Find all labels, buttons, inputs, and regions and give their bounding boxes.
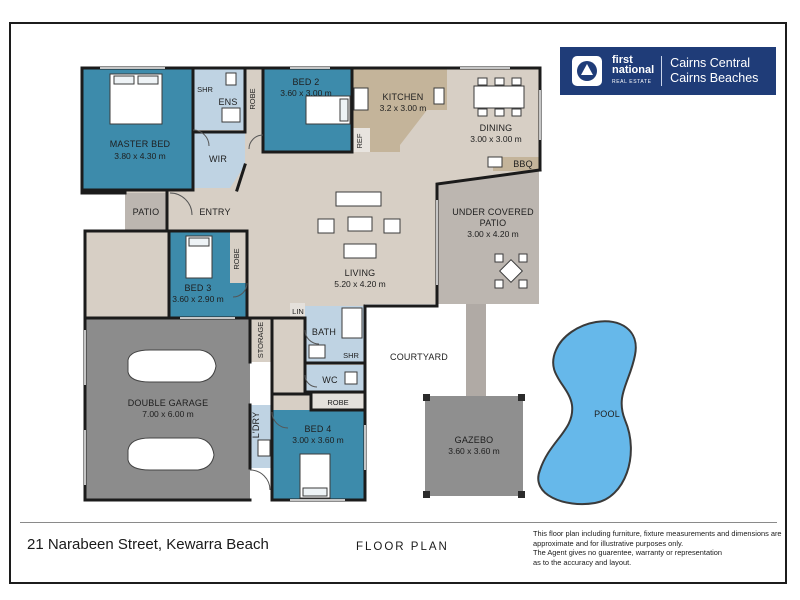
toilet-icon [225, 72, 237, 86]
wc-label: WC [322, 375, 338, 385]
door-swings [169, 129, 320, 491]
kitchen-area [352, 68, 447, 152]
vanity-icon [221, 107, 241, 123]
car-icon [127, 349, 217, 383]
entry-label: ENTRY [199, 207, 230, 217]
garage-name: DOUBLE GARAGE [128, 398, 209, 408]
covered-patio-dim: 3.00 x 4.20 m [467, 229, 519, 239]
bbq-icon [487, 156, 503, 168]
furniture [109, 72, 528, 499]
storage-label: STORAGE [256, 322, 265, 359]
sofa-icon [335, 191, 382, 207]
bbq-label: BBQ [513, 159, 533, 169]
living-dim: 5.20 x 4.20 m [334, 279, 386, 289]
wir-area [193, 132, 245, 188]
patio-table-icon [498, 258, 524, 284]
dining-name: DINING [480, 123, 513, 133]
disclaimer-line: This floor plan including furniture, fix… [533, 529, 782, 538]
storage-area [250, 318, 272, 362]
footer-divider [20, 522, 777, 523]
ensuite-shower-label: SHR [197, 85, 213, 94]
sofa-icon [343, 243, 377, 259]
bath-shower-label: SHR [343, 351, 359, 360]
ref-area [352, 128, 370, 152]
car-icon [127, 437, 215, 471]
bed2-name: BED 2 [292, 77, 319, 87]
robe-bed3-area [230, 231, 247, 283]
toilet-icon [344, 371, 358, 385]
bed2-dim: 3.60 x 3.00 m [280, 88, 332, 98]
windows [84, 67, 541, 501]
disclaimer: This floor plan including furniture, fix… [533, 529, 782, 567]
property-address: 21 Narabeen Street, Kewarra Beach [27, 536, 269, 553]
cars [127, 349, 217, 471]
room-labels: MASTER BED 3.80 x 4.30 m SHR ENS ROBE WI… [110, 77, 620, 456]
stove-icon [353, 87, 369, 111]
gazebo-dim: 3.60 x 3.60 m [448, 446, 500, 456]
bathtub-icon [341, 307, 363, 339]
floor-plan-title: FLOOR PLAN [356, 541, 449, 553]
covered-patio-name-2: PATIO [480, 218, 507, 228]
disclaimer-line: as to the accuracy and layout. [533, 557, 632, 567]
gazebo-area [425, 396, 523, 496]
bed4-name: BED 4 [304, 424, 331, 434]
kitchen-name: KITCHEN [383, 92, 424, 102]
kitchen-dim: 3.2 x 3.00 m [380, 103, 427, 113]
pool-shape [537, 320, 637, 505]
coffee-table-icon [347, 216, 373, 232]
master-bed-name: MASTER BED [110, 139, 171, 149]
living-name: LIVING [345, 268, 376, 278]
dining-dim: 3.00 x 3.00 m [470, 134, 522, 144]
covered-patio-name-1: UNDER COVERED [452, 207, 534, 217]
wir-label: WIR [209, 154, 227, 164]
brand-line-2: national [612, 64, 655, 76]
robe-bed3-label: ROBE [232, 248, 241, 269]
bed3-name: BED 3 [184, 283, 211, 293]
garage-dim: 7.00 x 6.00 m [142, 409, 194, 419]
armchair-icon [317, 218, 335, 234]
gazebo-posts [423, 394, 525, 498]
gazebo-walkway [466, 304, 486, 396]
agency-brand: first national REAL ESTATE [612, 54, 663, 86]
office-line-1: Cairns Central [670, 56, 751, 70]
first-national-logo-icon [570, 54, 604, 88]
linen-label: LIN [292, 307, 304, 316]
lin-area [290, 303, 305, 319]
robe-bed4-label: ROBE [327, 398, 348, 407]
brand-line-1: first [612, 54, 633, 66]
bbq-area [493, 157, 539, 171]
armchair-icon [383, 218, 401, 234]
pool-label: POOL [594, 409, 620, 419]
robe-bed2-label: ROBE [248, 88, 257, 109]
office-line-2: Cairns Beaches [670, 71, 759, 85]
master-bed-dim: 3.80 x 4.30 m [114, 151, 166, 161]
laundry-tub-icon [257, 439, 271, 457]
disclaimer-line: The Agent gives no guarentee, warranty o… [533, 548, 722, 558]
bed4-dim: 3.00 x 3.60 m [292, 435, 344, 445]
agency-office: Cairns Central Cairns Beaches [670, 56, 758, 86]
bed3-dim: 3.60 x 2.90 m [172, 294, 224, 304]
bath-label: BATH [312, 327, 336, 337]
basin-icon [308, 344, 326, 359]
robe-bed4-area [311, 394, 365, 410]
sink-icon [433, 87, 445, 105]
disclaimer-line: approximate and for illustrative purpose… [533, 538, 684, 548]
brand-sub: REAL ESTATE [612, 79, 652, 85]
dining-table-icon [473, 85, 525, 109]
agency-logo: first national REAL ESTATE Cairns Centra… [560, 47, 776, 95]
patio-label: PATIO [133, 207, 160, 217]
courtyard-label: COURTYARD [390, 352, 448, 362]
laundry-label: L'DRY [251, 412, 261, 439]
robe-bed2-area [245, 68, 263, 130]
patio-area [125, 193, 169, 231]
ensuite-label: ENS [218, 97, 237, 107]
ref-label: REF [355, 133, 364, 148]
gazebo-name: GAZEBO [455, 435, 494, 445]
